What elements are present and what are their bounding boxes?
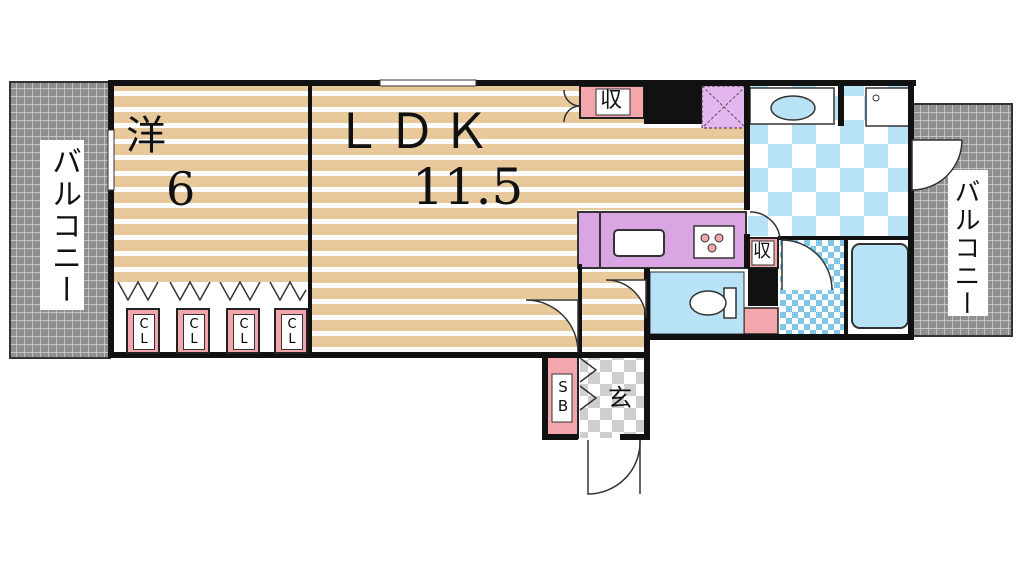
- small-storage-dark: [748, 268, 778, 306]
- top-storage-dark: [644, 86, 702, 124]
- closet-2-line2: L: [190, 332, 198, 347]
- shoe-box-label: S B: [555, 378, 571, 416]
- toilet-bowl: [689, 290, 727, 316]
- western-room-label: 洋: [126, 113, 166, 159]
- bathtub: [851, 243, 909, 329]
- small-storage-label: 収: [753, 241, 771, 262]
- kitchen-sink: [613, 229, 665, 257]
- shoe-box-doors: [579, 357, 598, 411]
- western-room-floor: [112, 86, 310, 282]
- shoe-box-line1: S: [558, 378, 568, 396]
- shoe-box-line2: B: [557, 397, 569, 415]
- left-balcony-label: バルコニー: [46, 146, 81, 306]
- laundry-pan: [865, 87, 911, 127]
- entrance-label: 玄: [608, 384, 632, 412]
- right-balcony-label-bg: [948, 170, 988, 316]
- closet-1-line1: C: [139, 317, 149, 332]
- entrance-floor: [580, 356, 646, 438]
- ldk-floor-lower: [312, 210, 578, 356]
- ldk-label: ＬＤＫ: [334, 104, 497, 160]
- top-storage-label: 収: [600, 88, 623, 113]
- left-balcony-label-bg: [40, 140, 84, 310]
- window-left: [107, 129, 115, 191]
- kitchen-counter-end: [577, 211, 601, 269]
- vanity-basin: [770, 95, 816, 121]
- closet-3-line2: L: [240, 332, 248, 347]
- closet-4-line1: C: [287, 317, 297, 332]
- stove: [693, 225, 735, 259]
- closet-4-line2: L: [288, 332, 296, 347]
- ldk-size: 11.5: [412, 158, 524, 216]
- closet-doors: [117, 280, 307, 302]
- small-storage-pink: [743, 307, 779, 335]
- closet-2-line1: C: [189, 317, 199, 332]
- closet-3-line1: C: [239, 317, 249, 332]
- walls: [108, 80, 916, 440]
- door-swings: [525, 89, 963, 495]
- right-balcony-label: バルコニー: [950, 178, 980, 318]
- window-top: [379, 79, 477, 87]
- western-room-size: 6: [166, 162, 196, 216]
- closet-1-line2: L: [140, 332, 148, 347]
